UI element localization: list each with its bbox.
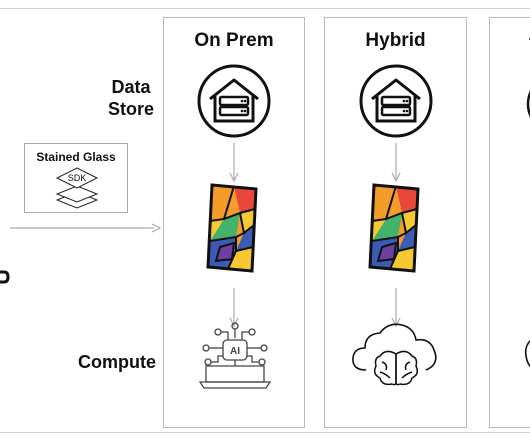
panel-on-prem: On Prem <box>163 17 305 428</box>
data-store-house-icon <box>358 63 434 139</box>
down-arrow-2 <box>228 288 240 328</box>
panel-third-cropped <box>489 17 530 428</box>
bottom-divider <box>0 432 530 433</box>
cloud-brain-icon <box>350 318 442 390</box>
sdk-to-onprem-arrow <box>10 222 162 234</box>
data-store-house-icon <box>196 63 272 139</box>
cropped-left-glyph <box>0 268 10 288</box>
panel-title-hybrid: Hybrid <box>365 30 426 51</box>
top-divider <box>0 8 530 9</box>
down-arrow-1 <box>390 143 402 183</box>
row-label-data-store: Data Store <box>107 77 154 119</box>
cropped-title-fragment <box>526 34 530 48</box>
panel-title-on-prem: On Prem <box>194 30 274 51</box>
stained-glass-window-icon <box>368 181 424 275</box>
sdk-badge-text: SDK <box>68 173 87 183</box>
cropped-circle-icon-top <box>522 74 530 134</box>
stained-glass-window-icon <box>206 181 262 275</box>
cropped-circle-icon-bottom <box>522 334 530 374</box>
down-arrow-2 <box>390 288 402 328</box>
down-arrow-1 <box>228 143 240 183</box>
row-label-compute: Compute <box>78 352 156 372</box>
panel-hybrid: Hybrid <box>324 17 467 428</box>
ai-laptop-icon: AI <box>198 320 272 392</box>
sdk-box-title: Stained Glass <box>36 150 116 164</box>
ai-chip-label: AI <box>230 346 240 357</box>
sdk-layers-icon: SDK <box>52 166 102 210</box>
stained-glass-sdk-box: Stained Glass SDK <box>24 143 128 213</box>
